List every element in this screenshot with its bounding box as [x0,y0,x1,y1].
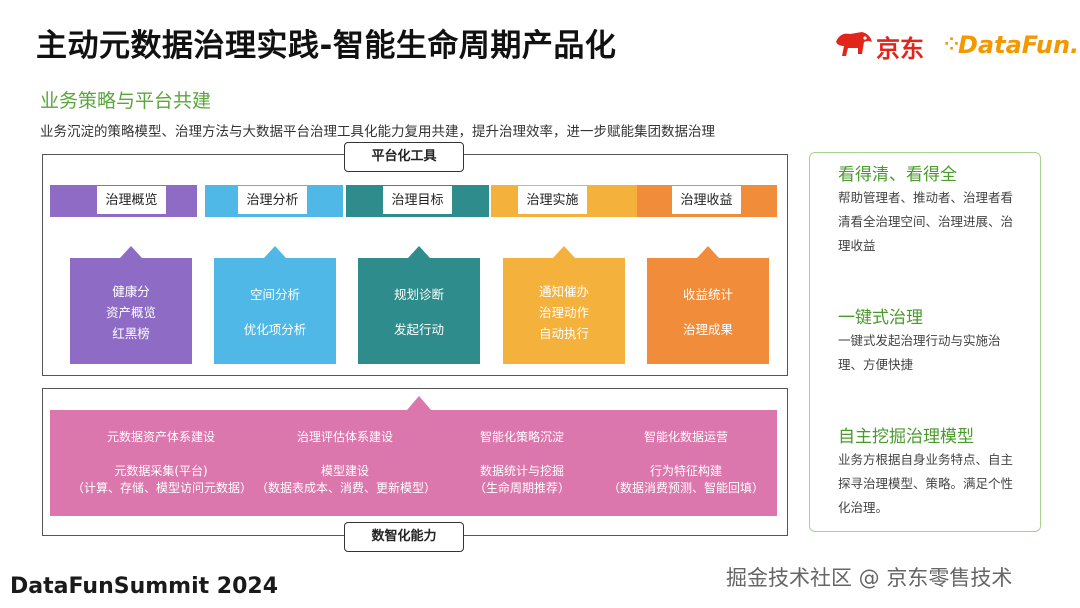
capability-column-metadata: 元数据资产体系建设 元数据采集(平台) （计算、存储、模型访问元数据） [72,420,253,497]
card-line: 健康分 [112,283,150,299]
card-line: 红黑榜 [112,325,150,341]
jd-dog-icon [836,32,872,56]
section-subtitle: 业务策略与平台共建 [40,90,212,112]
capability-heading: 智能化策略沉淀 [479,430,564,444]
sidebar-heading: 一键式治理 [838,308,923,328]
card-line: 治理动作 [538,304,589,320]
datafun-logo: ⁘ DataFun. [944,26,1079,62]
capability-line: 元数据采集(平台) [114,464,208,478]
page-title: 主动元数据治理实践-智能生命周期产品化 [36,28,617,64]
event-brand: DataFunSummit 2024 [10,574,279,599]
jd-logo: 京东 [832,26,940,63]
benefits-sidebar [809,152,1041,532]
sidebar-text: 一键式发起治理行动与实施治理、方便快捷 [838,333,1001,372]
card-line: 治理成果 [682,322,733,337]
sidebar-text: 业务方根据自身业务特点、自主探寻治理模型、策略。满足个性化治理。 [838,452,1014,515]
capability-column-strategy: 智能化策略沉淀 数据统计与挖掘 （生命周期推荐） [433,420,611,497]
tab-benefit: 治理收益 [671,185,742,215]
card-line: 优化项分析 [243,322,307,337]
capabilities-arrow [407,396,431,410]
capability-line: （生命周期推荐） [473,481,570,495]
capability-column-operation: 智能化数据运营 行为特征构建 （数据消费预测、智能回填） [597,420,775,497]
sidebar-text: 帮助管理者、推动者、治理者看清看全治理空间、治理进展、治理收益 [838,190,1014,253]
card-line: 发起行动 [393,322,444,337]
capability-heading: 智能化数据运营 [643,430,728,444]
card-goal: 规划诊断 发起行动 [358,246,480,364]
capability-line: 数据统计与挖掘 [479,464,564,478]
card-overview: 健康分 资产概览 红黑榜 [70,246,192,364]
capability-line: 模型建设 [320,464,369,478]
card-benefit: 收益统计 治理成果 [647,246,769,364]
capability-line: 行为特征构建 [649,464,722,478]
section-description: 业务沉淀的策略模型、治理方法与大数据平台治理工具化能力复用共建，提升治理效率，进… [40,124,715,140]
card-line: 收益统计 [682,287,733,302]
capability-heading: 元数据资产体系建设 [106,430,215,444]
tab-analysis: 治理分析 [237,185,308,215]
platform-tools-label: 平台化工具 [344,142,464,172]
jd-logo-text: 京东 [876,35,924,63]
card-line: 规划诊断 [393,287,444,302]
card-line: 通知催办 [538,283,589,299]
capability-line: （数据表成本、消费、更新模型） [256,481,437,495]
capability-heading: 治理评估体系建设 [296,430,393,444]
card-implementation: 通知催办 治理动作 自动执行 [503,246,625,364]
sidebar-heading: 自主挖掘治理模型 [838,427,974,447]
tab-overview: 治理概览 [96,185,167,215]
datafun-mark-icon: ⁘ [944,34,960,55]
capability-line: （计算、存储、模型访问元数据） [72,481,253,495]
sidebar-heading: 看得清、看得全 [838,165,957,185]
datafun-logo-text: DataFun. [958,31,1080,59]
capability-column-evaluation: 治理评估体系建设 模型建设 （数据表成本、消费、更新模型） [256,420,437,497]
capabilities-panel [50,410,777,516]
tab-implementation: 治理实施 [517,185,588,215]
capabilities-label: 数智化能力 [344,522,464,552]
tab-goal: 治理目标 [382,185,453,215]
card-analysis: 空间分析 优化项分析 [214,246,336,364]
watermark: 掘金技术社区 @ 京东零售技术 [726,566,1013,590]
card-line: 资产概览 [105,304,156,320]
card-line: 自动执行 [538,325,589,341]
card-line: 空间分析 [249,287,300,302]
capability-line: （数据消费预测、智能回填） [607,481,764,495]
